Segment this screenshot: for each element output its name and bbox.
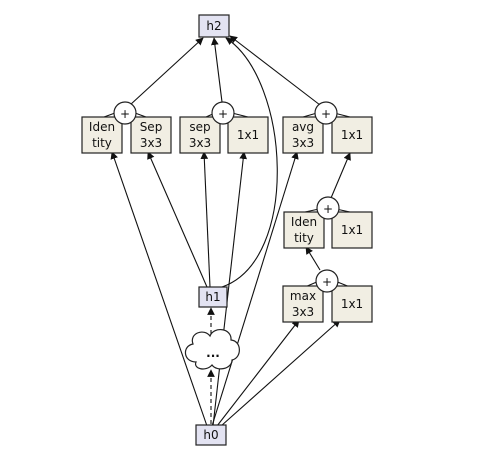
op-max3x3-line1: max: [290, 289, 316, 303]
edge-h0-avg3x3: [211, 151, 299, 427]
edge-plus5-identity-mid: [305, 246, 321, 271]
op-sep3x3-a: Sep 3x3: [130, 116, 172, 154]
op-identity-mid-line1: Iden: [291, 215, 317, 229]
op-1x1-c-label: 1x1: [341, 223, 363, 237]
edge-plus3-h2: [229, 35, 321, 106]
cloud-label: ...: [206, 346, 220, 360]
edge-plus2-h2: [211, 37, 223, 103]
edge-plus1-h2: [129, 37, 204, 106]
node-h2: h2: [198, 14, 230, 38]
op-sep3x3-b-line1: sep: [189, 120, 210, 134]
edge-sep-plus1: [134, 112, 147, 118]
edge-1x1-a-plus2: [231, 112, 249, 118]
op-avg3x3: avg 3x3: [282, 116, 324, 154]
node-h2-label: h2: [206, 19, 221, 33]
plus-node-1: +: [113, 101, 137, 125]
op-identity-mid-line2: tity: [294, 231, 314, 245]
node-h1: h1: [198, 286, 228, 308]
op-max3x3: max 3x3: [282, 285, 324, 323]
plus-node-5-label: +: [322, 275, 332, 289]
edge-identity-plus1: [103, 112, 116, 118]
plus-node-4: +: [316, 196, 340, 220]
op-1x1-a-label: 1x1: [237, 128, 259, 142]
edge-h1-h2: [221, 37, 278, 288]
plus-node-2: +: [211, 101, 235, 125]
plus-node-4-label: +: [323, 202, 333, 216]
op-identity-top: Iden tity: [81, 116, 123, 154]
op-sep3x3-a-line2: 3x3: [140, 136, 162, 150]
plus-node-1-label: +: [120, 107, 130, 121]
edge-h0-1x1-a: [212, 151, 248, 427]
op-sep3x3-b-line2: 3x3: [189, 136, 211, 150]
op-1x1-c: 1x1: [331, 211, 373, 249]
op-identity-top-line1: Iden: [89, 120, 115, 134]
op-max3x3-line2: 3x3: [292, 305, 314, 319]
op-avg3x3-line1: avg: [292, 120, 314, 134]
node-h0-label: h0: [203, 428, 218, 442]
edge-h0-1x1-d: [220, 319, 341, 427]
op-1x1-a: 1x1: [227, 116, 269, 154]
edge-h1-sep3x3-b: [200, 151, 211, 288]
node-h1-label: h1: [205, 290, 220, 304]
plus-node-5: +: [315, 269, 339, 293]
op-identity-mid: Iden tity: [283, 211, 325, 249]
edge-h0-identity-top: [110, 151, 208, 427]
op-avg3x3-line2: 3x3: [292, 136, 314, 150]
op-identity-top-line2: tity: [92, 136, 112, 150]
node-h0: h0: [195, 424, 227, 446]
cloud-node: ...: [184, 329, 240, 370]
edge-h0-max3x3: [216, 319, 300, 427]
op-1x1-b: 1x1: [331, 116, 373, 154]
op-1x1-d-label: 1x1: [341, 297, 363, 311]
edge-plus4-1x1-b: [330, 152, 351, 199]
op-sep3x3-b: sep 3x3: [179, 116, 221, 154]
plus-node-2-label: +: [218, 107, 228, 121]
op-sep3x3-a-line1: Sep: [140, 120, 163, 134]
op-1x1-b-label: 1x1: [341, 128, 363, 142]
edge-h1-sep3x3-a: [147, 151, 208, 288]
plus-node-3: +: [314, 101, 338, 125]
plus-node-3-label: +: [321, 107, 331, 121]
op-1x1-d: 1x1: [331, 285, 373, 323]
